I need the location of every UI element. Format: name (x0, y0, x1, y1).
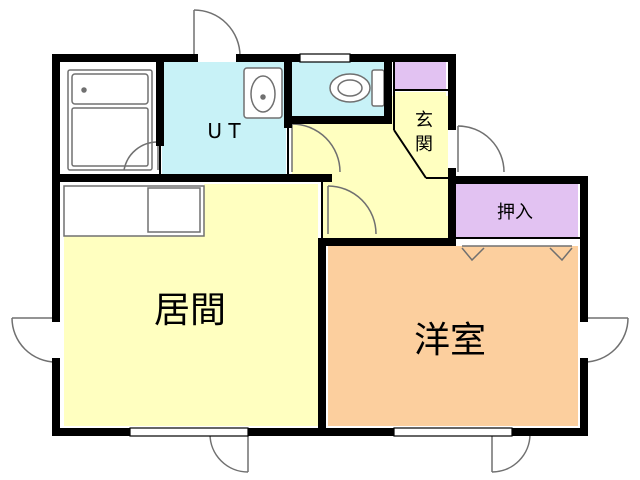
unit-bath-label: U T (207, 119, 241, 143)
closet-label: 押入 (497, 202, 533, 223)
entrance-label-1: 玄 (415, 110, 433, 131)
kitchen-counter-area (64, 184, 204, 236)
thin-walls (159, 62, 580, 242)
western-room-label: 洋室 (414, 320, 486, 361)
closet-area (456, 184, 578, 238)
living-room-label: 居間 (154, 290, 226, 331)
living-upper-area (204, 184, 318, 236)
bathtub-icon (67, 69, 153, 171)
washbasin-icon (243, 67, 283, 119)
entrance-area (394, 92, 446, 178)
living-room-area (64, 236, 318, 426)
door-swings (11, 9, 629, 473)
entrance-shelf (394, 62, 446, 90)
walls (52, 54, 588, 436)
western-room-area (328, 246, 578, 426)
entrance-label-2: 関 (415, 134, 433, 155)
kitchen-counter (63, 185, 205, 237)
closet-door-icon (461, 245, 573, 262)
windows (129, 53, 513, 437)
toilet-icon (329, 69, 385, 107)
